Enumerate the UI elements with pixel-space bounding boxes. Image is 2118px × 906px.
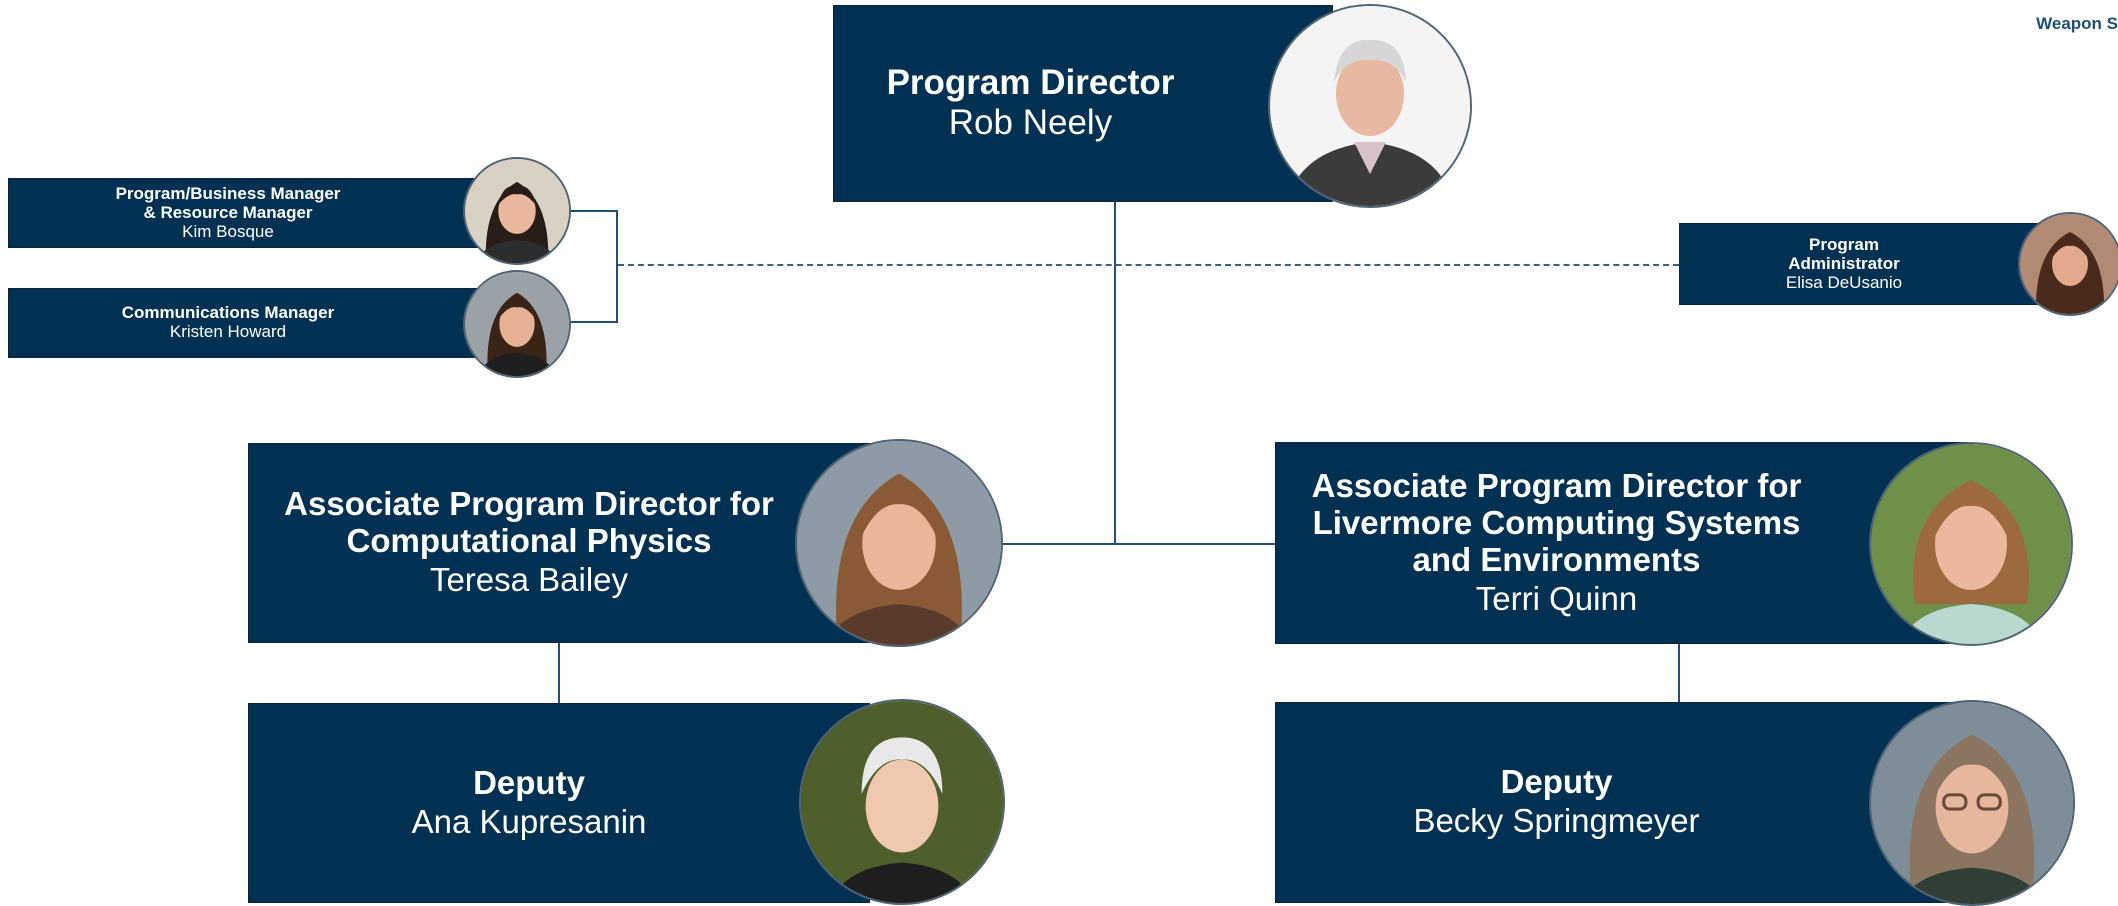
apd-computational-physics-box: Associate Program Director for Computati… [248,443,870,643]
deputy-computational-physics-photo [799,699,1005,905]
person-name: Kim Bosque [182,221,274,241]
connector-apd-horizontal [1003,543,1275,545]
connector-staff-bracket-vertical [616,210,618,323]
connector-staff-dashed [618,264,1679,266]
program-director-photo [1268,4,1472,208]
role-title-line2: & Resource Manager [143,202,313,222]
role-title-line3: and Environments [1412,540,1701,578]
person-name: Rob Neely [948,103,1113,143]
person-name: Ana Kupresanin [411,802,647,840]
apd-livermore-computing-box: Associate Program Director for Livermore… [1275,442,1968,644]
apd-computational-physics-photo [795,439,1003,647]
communications-manager-photo [463,270,571,378]
role-title-line1: Associate Program Director for [1311,466,1802,504]
role-title: Deputy [1500,763,1613,801]
person-name: Terri Quinn [1475,579,1638,617]
person-name: Kristen Howard [169,322,287,342]
apd-livermore-computing-photo [1869,442,2073,646]
connector-staff-bracket-bottom [571,321,617,323]
role-title: Deputy [473,763,585,801]
connector-apd1-to-deputy [558,643,560,703]
role-title-line1: Program [1809,234,1879,254]
business-manager-box: Program/Business Manager & Resource Mana… [8,178,488,248]
role-title-line1: Program/Business Manager [115,183,341,203]
program-director-box: Program Director Rob Neely [833,5,1333,202]
person-name: Becky Springmeyer [1413,802,1700,840]
role-title-line2: Livermore Computing Systems [1312,503,1801,541]
connector-apd2-to-deputy [1678,644,1680,702]
connector-staff-bracket-top [571,210,617,212]
person-name: Teresa Bailey [429,561,629,599]
deputy-computational-physics-box: Deputy Ana Kupresanin [248,703,870,903]
role-title-line2: Computational Physics [346,522,712,560]
program-administrator-box: Program Administrator Elisa DeUsanio [1679,223,2059,305]
deputy-livermore-computing-photo [1869,700,2075,906]
role-title-line2: Administrator [1788,253,1900,273]
connector-director-to-apds [1114,202,1116,544]
communications-manager-box: Communications Manager Kristen Howard [8,288,488,358]
role-title: Program Director [886,62,1175,102]
deputy-livermore-computing-box: Deputy Becky Springmeyer [1275,702,1968,903]
corner-header-text: Weapon S [2036,14,2118,33]
program-administrator-photo [2018,212,2118,316]
business-manager-photo [463,157,571,265]
role-title: Communications Manager [121,303,335,323]
role-title-line1: Associate Program Director for [284,485,774,523]
person-name: Elisa DeUsanio [1785,272,1903,292]
